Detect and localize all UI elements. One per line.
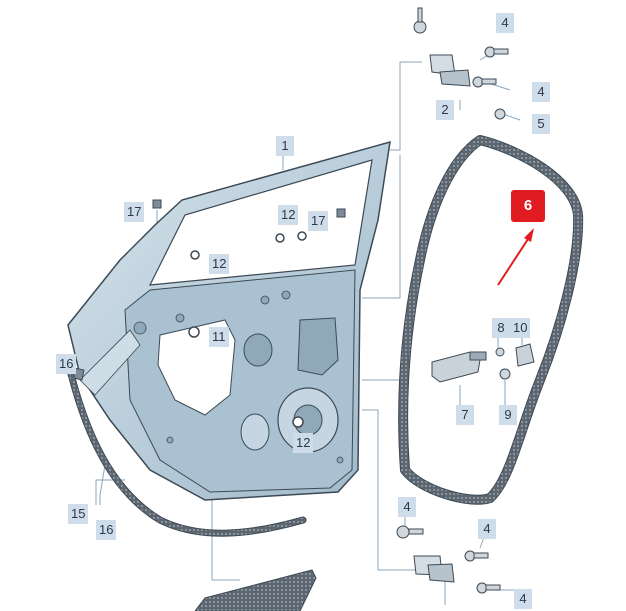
sill-trim <box>194 569 317 611</box>
highlight-arrow <box>497 235 531 286</box>
callout-9: 9 <box>499 405 517 425</box>
callout-4-hinge: 4 <box>532 82 550 102</box>
callout-10: 10 <box>510 318 531 338</box>
door-check <box>431 351 487 383</box>
callout-4-lower-left: 4 <box>398 497 416 517</box>
callout-15: 15 <box>68 504 89 524</box>
callout-4-bottom: 4 <box>514 589 532 609</box>
callout-16-upper: 16 <box>56 354 77 374</box>
grommets <box>188 231 307 428</box>
callout-17-right: 17 <box>308 211 329 231</box>
upper-hinge <box>429 54 471 87</box>
callout-6-highlighted: 6 <box>511 190 545 222</box>
bolts <box>396 7 511 594</box>
rear-door-seal <box>398 135 584 505</box>
callout-12-upper-left: 12 <box>209 254 230 274</box>
callout-7: 7 <box>456 405 474 425</box>
door-shell <box>67 140 391 501</box>
callout-2: 2 <box>436 100 454 120</box>
clips <box>73 199 346 381</box>
callout-8: 8 <box>492 318 510 338</box>
callout-4-top: 4 <box>496 13 514 33</box>
striker <box>515 343 535 367</box>
callout-12-lower: 12 <box>293 433 314 453</box>
callout-16-lower: 16 <box>96 520 117 540</box>
callout-11: 11 <box>209 327 229 347</box>
callout-5: 5 <box>532 114 550 134</box>
callout-17-left: 17 <box>124 202 145 222</box>
lower-hinge <box>413 555 455 583</box>
callout-4-lower-mid: 4 <box>478 519 496 539</box>
callout-12-upper-right: 12 <box>278 205 299 225</box>
callout-1: 1 <box>276 136 294 156</box>
